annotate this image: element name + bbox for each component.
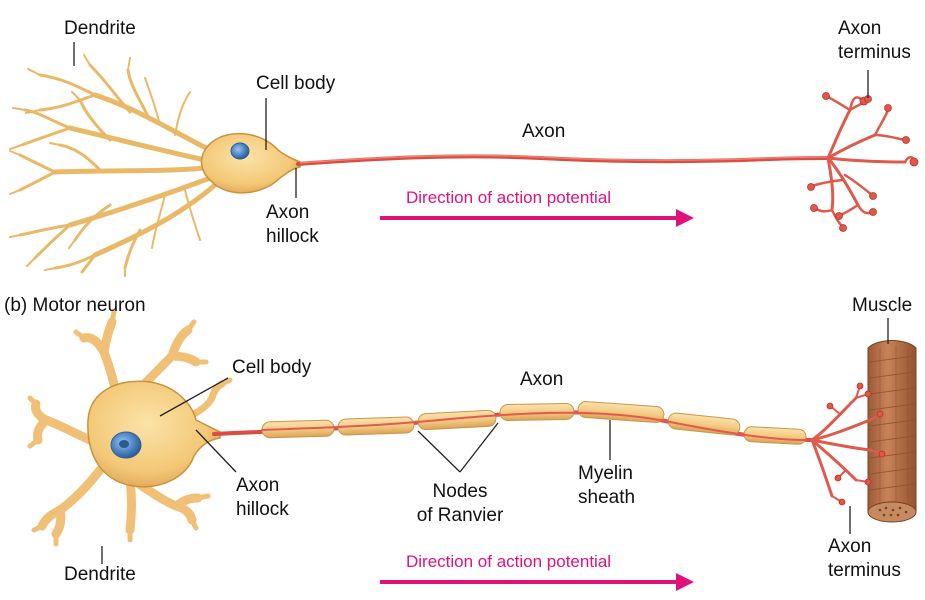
axon-label-b: Axon — [520, 369, 564, 390]
myelin-sheath-label-1: Myelin — [578, 463, 633, 484]
nucleus-a — [230, 142, 250, 160]
panel-b-title: (b) Motor neuron — [4, 295, 146, 316]
muscle-label: Muscle — [852, 295, 913, 316]
myelin-sheath-b — [261, 401, 807, 445]
dendrite-label-a: Dendrite — [64, 18, 136, 39]
direction-label-b: Direction of action potential — [406, 552, 612, 571]
terminal-boutons-a — [807, 92, 919, 232]
muscle-fiber — [867, 340, 917, 523]
leader-lines-a — [73, 42, 869, 198]
axon-terminus-label-b-2: terminus — [828, 560, 901, 581]
nodes-of-ranvier-label-1: Nodes — [432, 481, 488, 502]
dendrites-a — [9, 54, 218, 277]
direction-arrow-b — [380, 573, 694, 591]
cell-body-label-b: Cell body — [232, 357, 312, 378]
axon-hillock-label-b-1: Axon — [236, 475, 280, 496]
direction-arrow-a — [380, 209, 694, 227]
terminal-boutons-b — [826, 382, 886, 506]
nodes-of-ranvier-label-2: of Ranvier — [416, 505, 504, 526]
axon-terminus-label-a-1: Axon — [838, 18, 882, 39]
axon-terminus-label-a-2: terminus — [838, 42, 911, 63]
axon-terminus-b — [810, 385, 883, 503]
leader-lines-b — [101, 318, 889, 564]
axon-a — [296, 154, 830, 166]
axon-label-a: Axon — [522, 121, 566, 142]
dendrite-label-b: Dendrite — [64, 564, 136, 585]
axon-terminus-a — [810, 94, 917, 228]
myelin-sheath-label-2: sheath — [578, 487, 636, 508]
axon-hillock-label-a-2: hillock — [266, 226, 319, 247]
cell-body-a — [200, 132, 301, 194]
axon-terminus-label-b-1: Axon — [828, 536, 872, 557]
axon-hillock-label-b-2: hillock — [236, 499, 289, 520]
dendrites-b — [27, 309, 233, 547]
axon-hillock-label-a-1: Axon — [266, 202, 310, 223]
panel-b — [27, 309, 917, 591]
panel-a — [9, 42, 919, 277]
direction-label-a: Direction of action potential — [406, 188, 612, 207]
cell-body-label-a: Cell body — [256, 73, 336, 94]
